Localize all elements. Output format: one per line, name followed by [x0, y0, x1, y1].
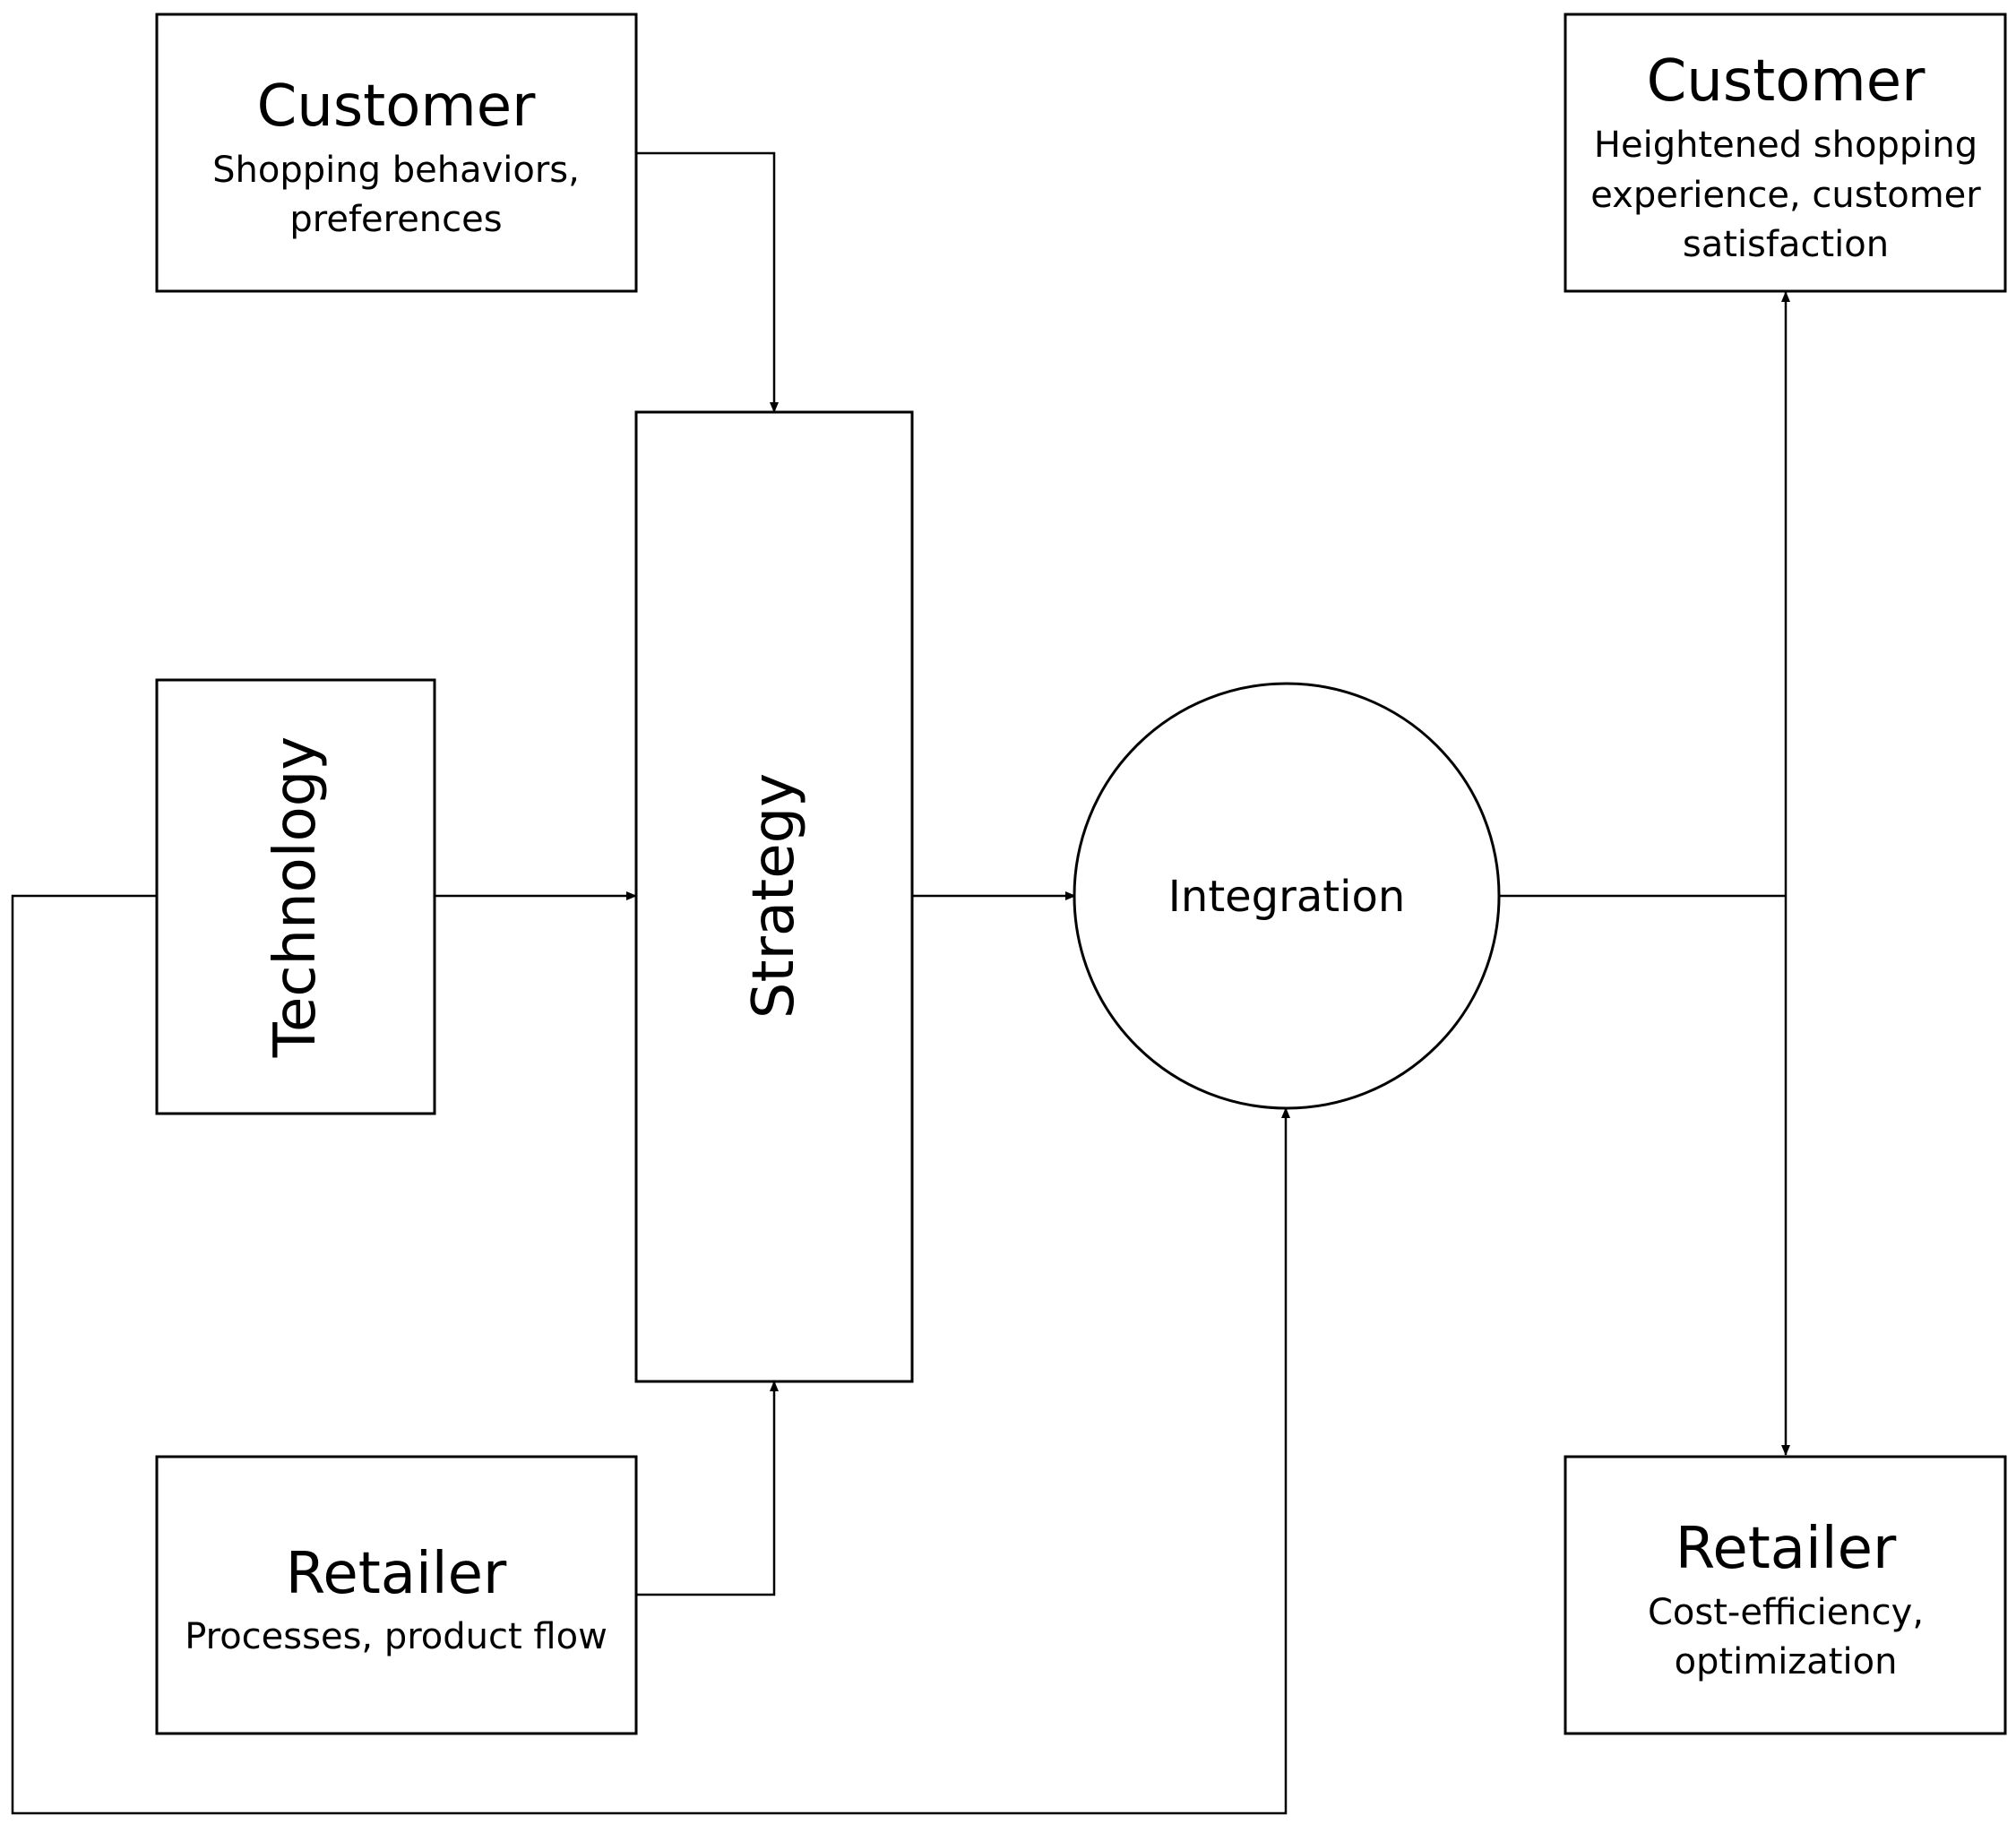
node-technology: Technology — [155, 678, 436, 1115]
strategy-label: Strategy — [741, 773, 807, 1019]
customer-input-subtitle-line-1: Shopping behaviors, — [212, 150, 580, 191]
retailer-outcome-box — [1564, 1455, 2007, 1735]
node-integration: Integration — [1073, 682, 1501, 1110]
customer-outcome-subtitle-line-1: Heightened shopping — [1594, 125, 1977, 166]
technology-label: Technology — [263, 736, 329, 1059]
edge-retailer-to-strategy — [636, 1381, 779, 1596]
edge-technology-to-integration — [11, 894, 1290, 1815]
node-customer-input: Customer Shopping behaviors, preferences — [155, 13, 638, 293]
connectors — [11, 151, 1790, 1815]
integration-circle — [1073, 682, 1501, 1110]
customer-input-title: Customer — [257, 73, 537, 140]
technology-box — [155, 678, 436, 1115]
retailer-outcome-title: Retailer — [1676, 1516, 1897, 1582]
edge-customer-to-strategy — [636, 151, 779, 413]
node-retailer-outcome: Retailer Cost-efficiency, optimization — [1564, 1455, 2007, 1735]
customer-outcome-title: Customer — [1647, 48, 1926, 115]
node-customer-outcome: Customer Heightened shopping experience,… — [1564, 13, 2007, 293]
retailer-input-box — [155, 1455, 638, 1735]
retailer-input-subtitle-line-1: Processes, product flow — [185, 1616, 607, 1657]
retailer-outcome-subtitle-line-2: optimization — [1675, 1641, 1898, 1682]
retailer-outcome-subtitle-line-1: Cost-efficiency, — [1648, 1592, 1924, 1633]
node-retailer-input: Retailer Processes, product flow — [155, 1455, 638, 1735]
customer-input-subtitle-line-2: preferences — [289, 199, 502, 240]
strategy-box — [634, 410, 914, 1383]
integration-label: Integration — [1168, 872, 1406, 922]
customer-outcome-subtitle-line-3: satisfaction — [1683, 224, 1889, 265]
retailer-input-title: Retailer — [286, 1541, 507, 1607]
customer-outcome-subtitle-line-2: experience, customer — [1590, 175, 1981, 216]
customer-input-box — [155, 13, 638, 293]
customer-outcome-box — [1564, 13, 2007, 293]
node-strategy: Strategy — [634, 410, 914, 1383]
